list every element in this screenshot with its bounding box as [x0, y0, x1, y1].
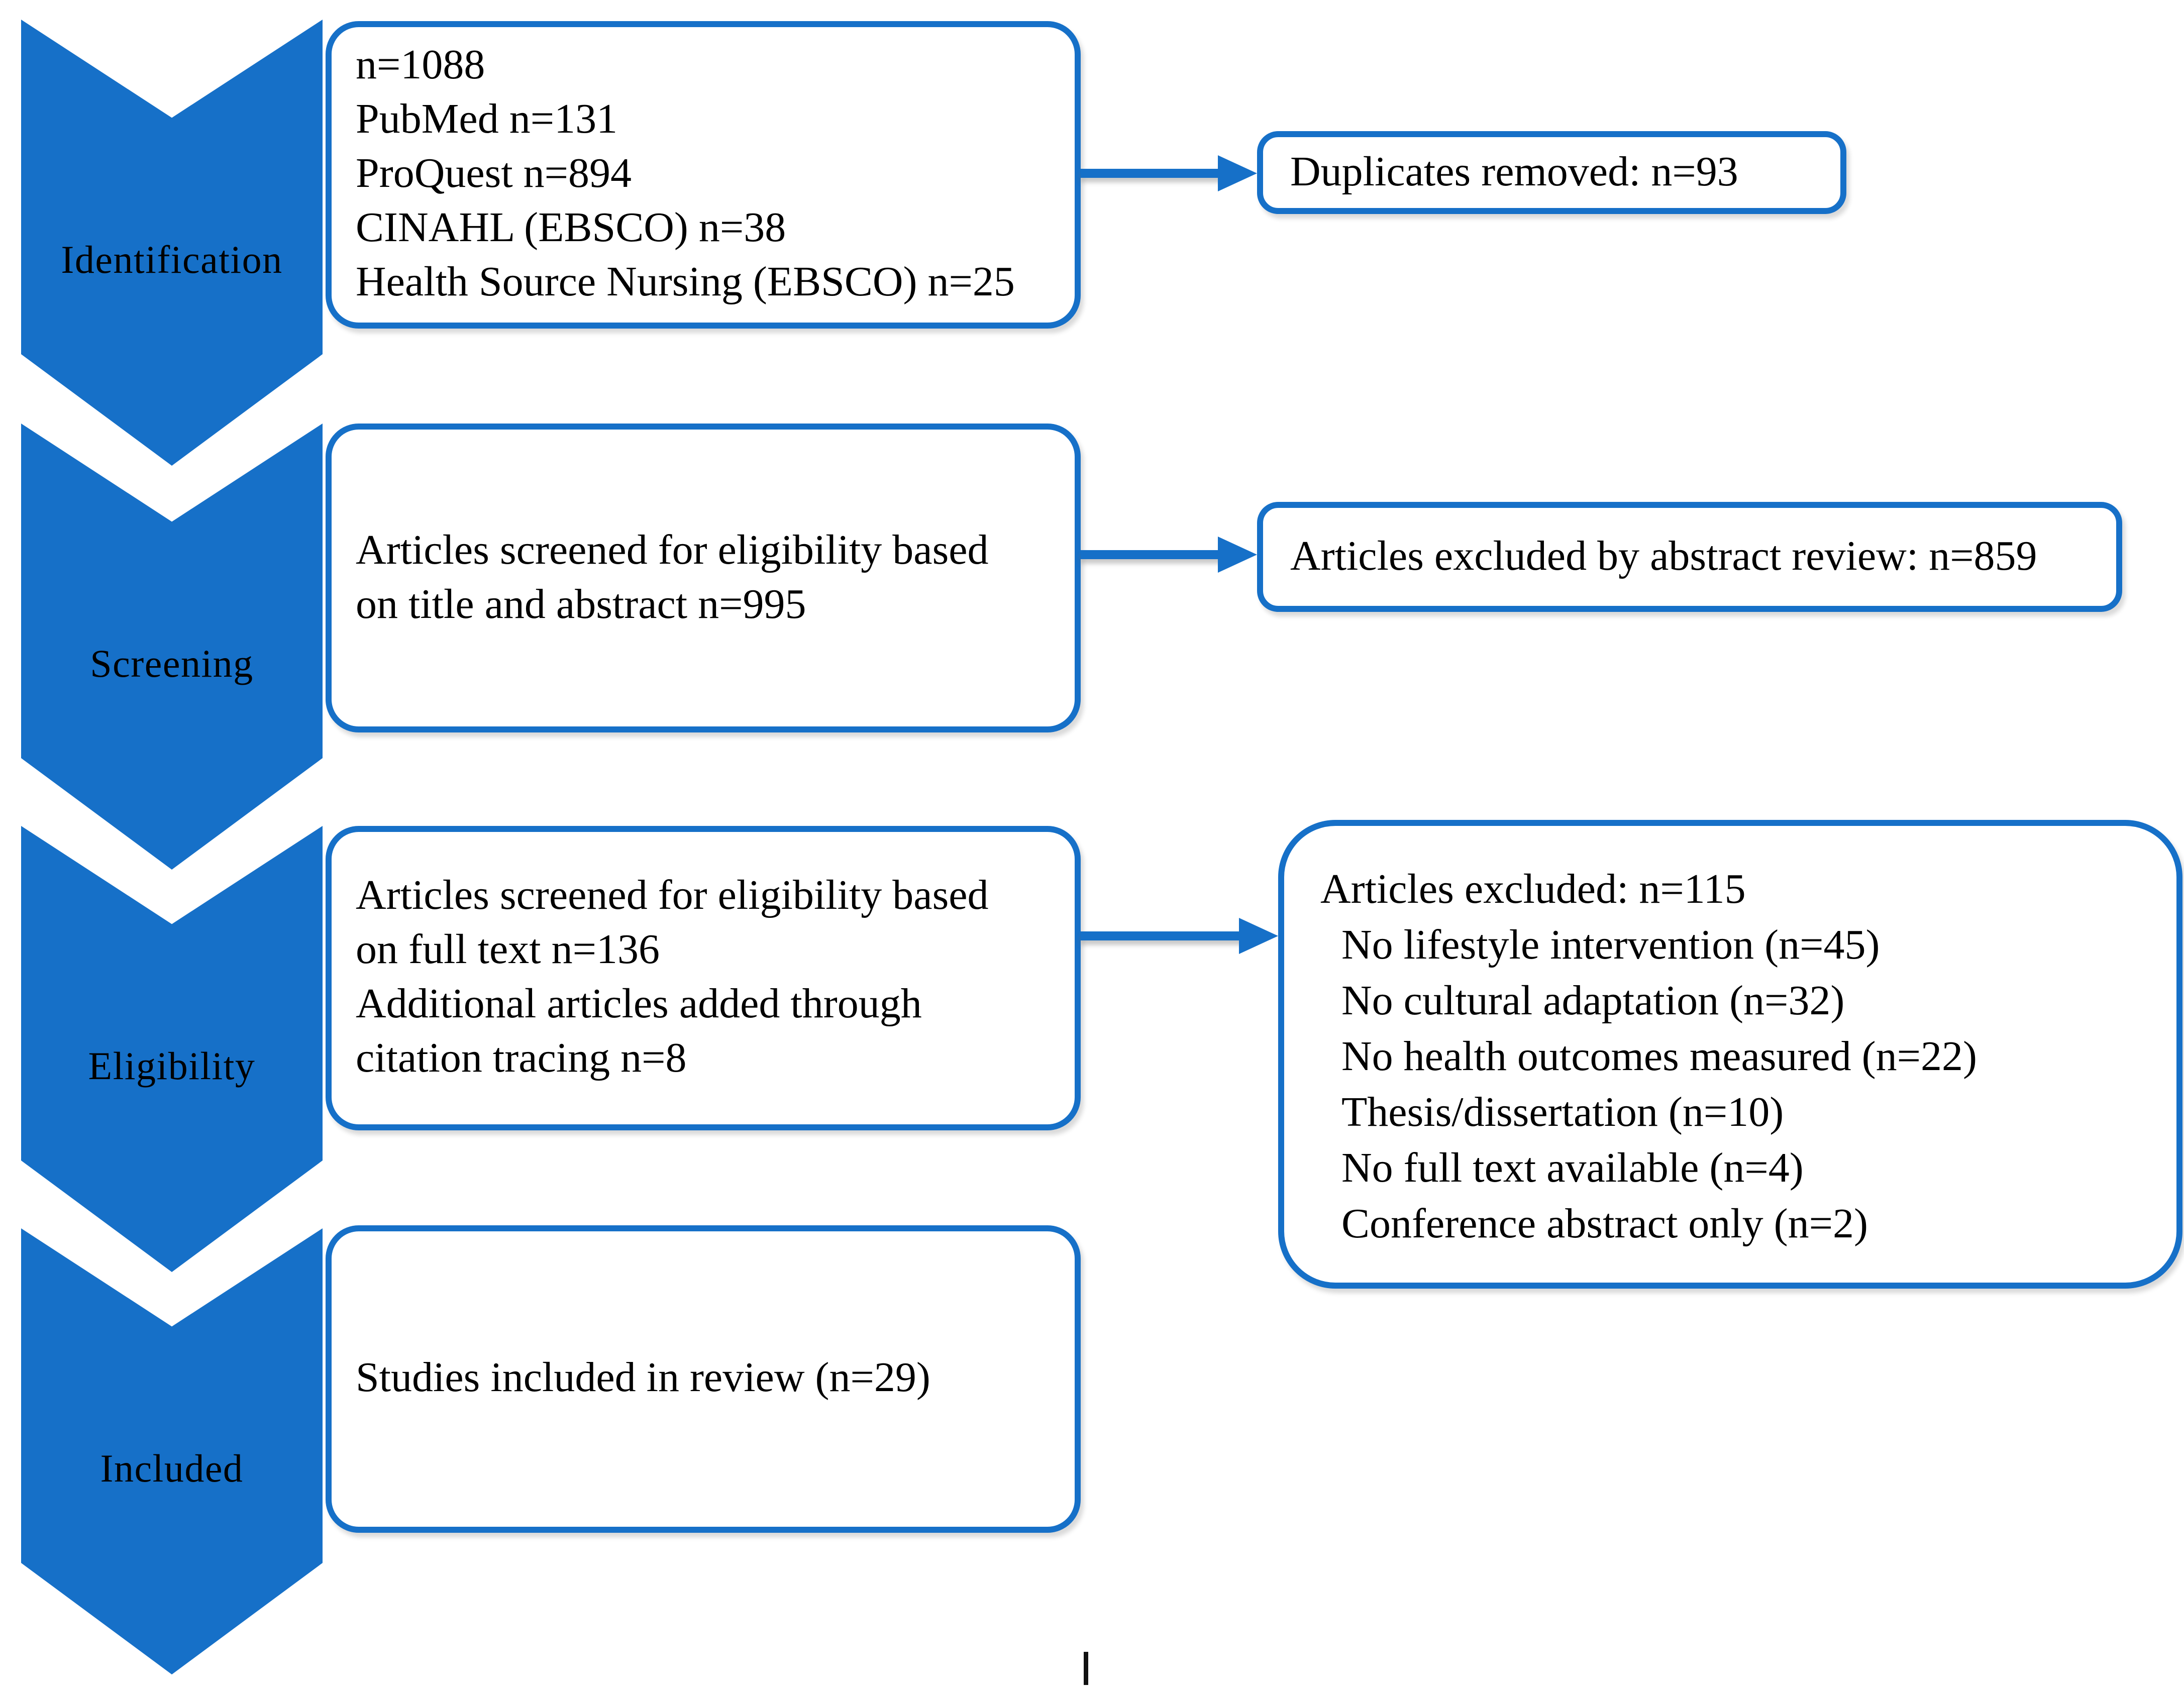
stage-label-identification: Identification — [61, 238, 283, 282]
box-line: n=1088 — [356, 42, 485, 89]
arrow-shaft — [1081, 550, 1230, 559]
sbox-duplicates-removed: Duplicates removed: n=93 — [1257, 131, 1846, 214]
arrow-shaft — [1081, 931, 1251, 940]
exclusion-item: No cultural adaptation (n=32) — [1341, 978, 1845, 1025]
side-box-text: Articles excluded by abstract review: n=… — [1290, 533, 2037, 580]
exclusion-item: No full text available (n=4) — [1341, 1145, 1804, 1192]
sbox-fulltext-excluded: Articles excluded: n=115 No lifestyle in… — [1278, 820, 2182, 1289]
box-line: on title and abstract n=995 — [356, 581, 806, 628]
box-line: Studies included in review (n=29) — [356, 1355, 930, 1402]
arrow-shaft — [1081, 169, 1230, 178]
exclusion-item: Thesis/dissertation (n=10) — [1341, 1090, 1784, 1136]
exclusion-item: No lifestyle intervention (n=45) — [1341, 922, 1880, 969]
box-line: citation tracing n=8 — [356, 1035, 687, 1082]
stage-chevron-identification: Identification — [21, 20, 323, 466]
box-line: on full text n=136 — [356, 927, 660, 974]
box-screening-title-abstract: Articles screened for eligibility based … — [326, 424, 1081, 732]
box-line: ProQuest n=894 — [356, 151, 632, 197]
box-line: PubMed n=131 — [356, 96, 618, 143]
box-line: Additional articles added through — [356, 981, 922, 1028]
side-box-text: Duplicates removed: n=93 — [1290, 148, 1738, 195]
exclusion-item: No health outcomes measured (n=22) — [1341, 1034, 1978, 1081]
box-line: CINAHL (EBSCO) n=38 — [356, 205, 786, 252]
arrow-right-icon — [1218, 155, 1257, 191]
text-cursor-mark — [1084, 1652, 1088, 1685]
box-eligibility-full-text: Articles screened for eligibility based … — [326, 826, 1081, 1130]
stage-chevron-included: Included — [21, 1228, 323, 1674]
sbox-abstract-excluded: Articles excluded by abstract review: n=… — [1257, 502, 2122, 612]
box-line: Articles screened for eligibility based — [356, 873, 989, 919]
stage-chevron-eligibility: Eligibility — [21, 826, 323, 1272]
stage-label-eligibility: Eligibility — [88, 1044, 256, 1088]
box-line: Health Source Nursing (EBSCO) n=25 — [356, 259, 1015, 306]
stage-label-included: Included — [100, 1446, 244, 1491]
exclusion-item: Conference abstract only (n=2) — [1341, 1201, 1868, 1248]
stage-label-screening: Screening — [90, 642, 254, 686]
stage-chevron-screening: Screening — [21, 424, 323, 870]
exclusion-title: Articles excluded: n=115 — [1320, 867, 1746, 913]
arrow-right-icon — [1218, 537, 1257, 573]
box-identification-records: n=1088 PubMed n=131 ProQuest n=894 CINAH… — [326, 21, 1081, 329]
arrow-eligibility-to-excluded — [1081, 918, 1278, 954]
arrow-identification-to-duplicates — [1081, 155, 1257, 191]
box-included-studies: Studies included in review (n=29) — [326, 1225, 1081, 1533]
box-line: Articles screened for eligibility based — [356, 526, 989, 574]
arrow-right-icon — [1239, 918, 1278, 954]
arrow-screening-to-excluded — [1081, 537, 1257, 573]
